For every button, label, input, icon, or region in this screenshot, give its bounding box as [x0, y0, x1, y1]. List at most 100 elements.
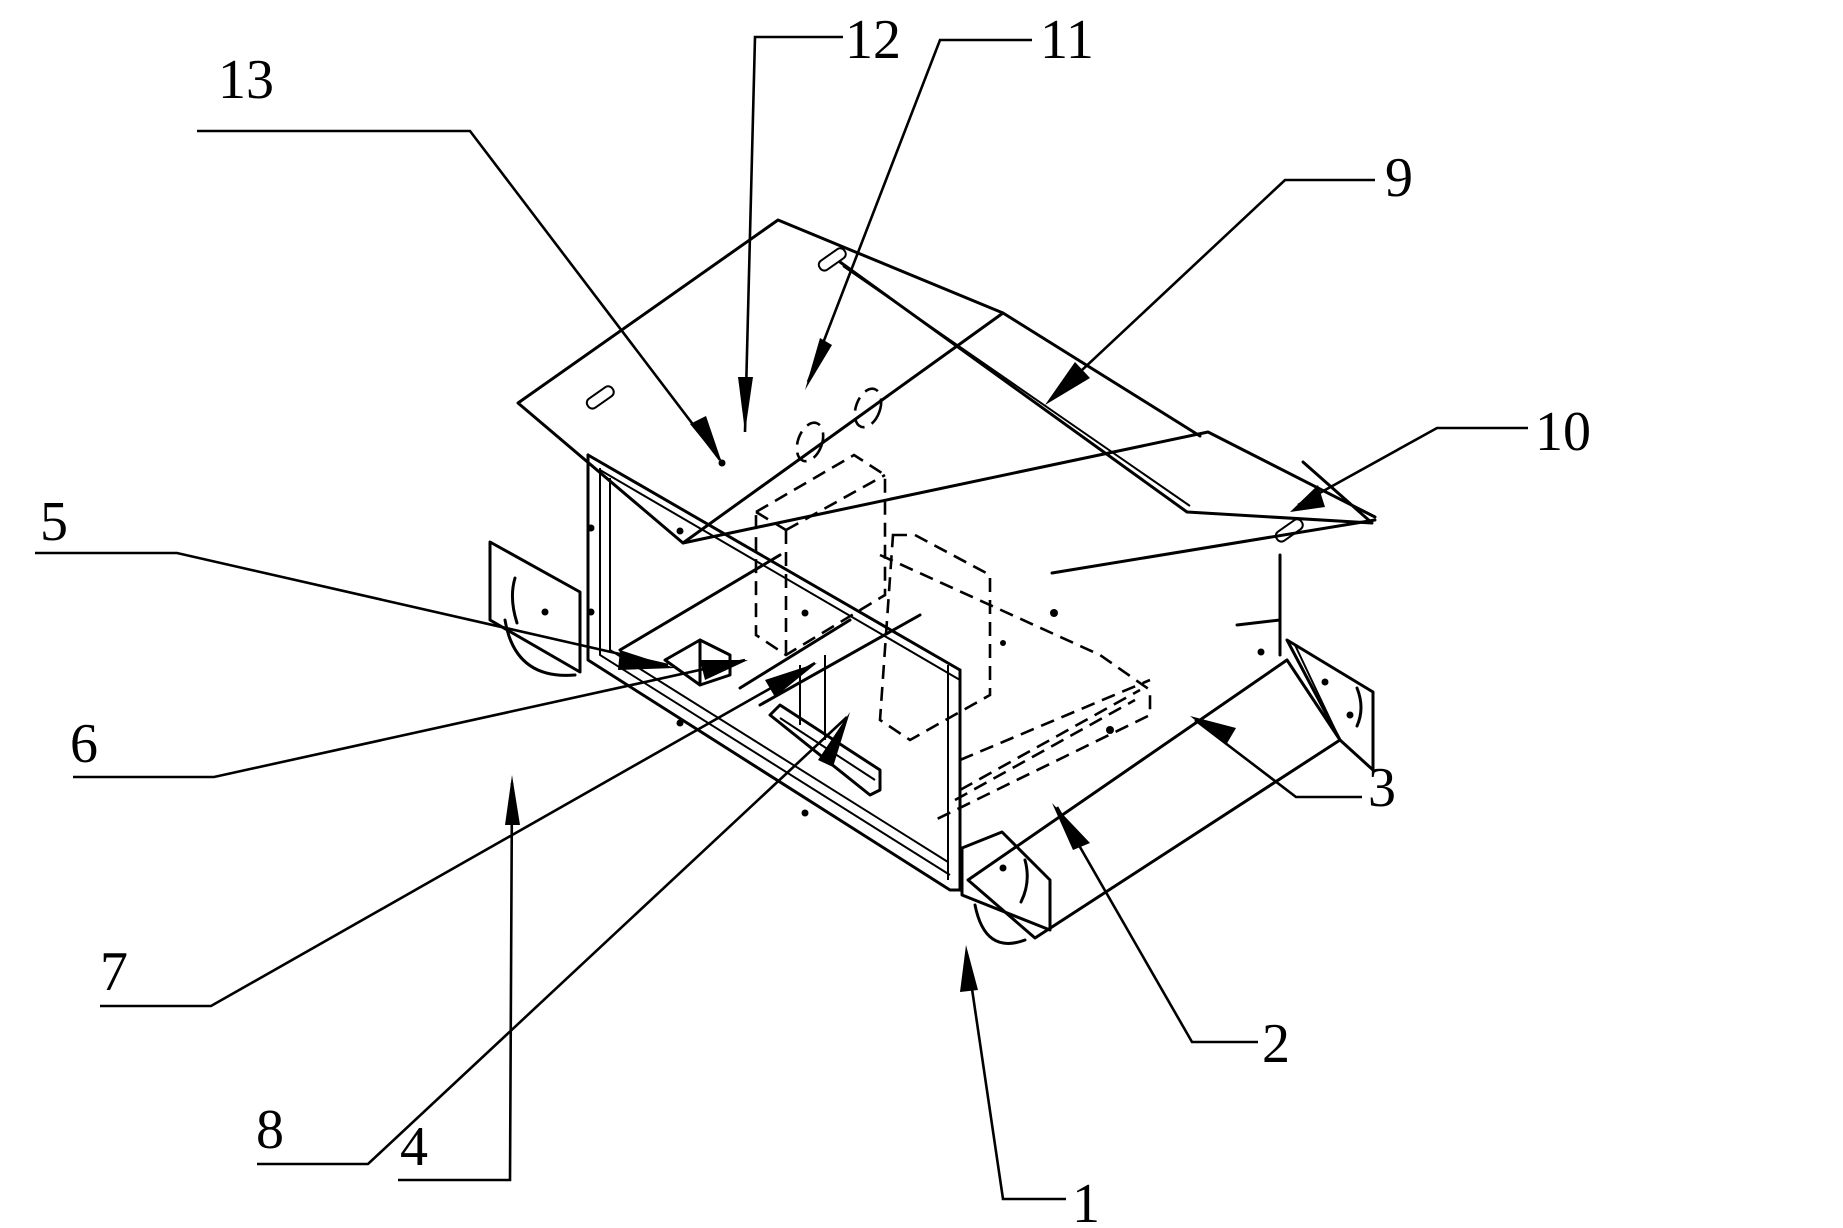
leader-line-6: [73, 658, 746, 779]
hidden-components: [754, 453, 1152, 822]
callout-label-1: 1: [1072, 1173, 1100, 1228]
arrow-2: [1052, 803, 1090, 850]
frame-outer: [586, 453, 962, 892]
arrow-10: [1290, 485, 1325, 512]
leader-line-9: [1049, 178, 1375, 401]
front-bracket-hole: [999, 864, 1007, 872]
hidden-hole: [1106, 726, 1114, 734]
callout-label-12: 12: [845, 9, 901, 71]
hidden-tray-edge: [959, 678, 1151, 762]
leader-line-7: [100, 661, 816, 1008]
rivet: [801, 609, 809, 617]
arrow-7: [765, 663, 817, 697]
hidden-tray: [879, 553, 1152, 822]
frame-top-bar-inner: [599, 469, 961, 681]
guide-plate-lower: [758, 613, 922, 707]
front-wheel: [973, 903, 1027, 945]
front-housing: [966, 553, 1375, 940]
callout-6: 6: [70, 658, 748, 779]
callout-12: 12: [738, 9, 901, 433]
left-bracket-slot: [510, 576, 519, 625]
slot-hole: [1274, 518, 1304, 543]
leader-line-10: [1297, 426, 1528, 507]
front-bracket: [960, 830, 1052, 945]
cover-fold-line: [1001, 311, 1202, 438]
arrow-13: [690, 416, 722, 463]
leader-line-12: [743, 35, 843, 433]
left-wheel: [503, 618, 577, 677]
rivet: [587, 524, 595, 532]
callout-10: 10: [1290, 401, 1591, 512]
arrow-1: [960, 945, 978, 992]
callout-label-6: 6: [70, 713, 98, 775]
callout-label-8: 8: [256, 1099, 284, 1161]
callout-3: 3: [1190, 716, 1396, 819]
right-bracket-slot: [1355, 686, 1363, 728]
callout-2: 2: [1052, 803, 1290, 1075]
inner-guides: [618, 553, 922, 740]
leader-line-3: [1194, 718, 1362, 799]
right-bracket-3: [1285, 638, 1375, 772]
hidden-tray-edge: [959, 688, 1141, 792]
callout-label-9: 9: [1385, 147, 1413, 209]
hidden-box-left: [754, 453, 887, 657]
rivet: [801, 809, 809, 817]
slot-hole: [817, 247, 847, 272]
rivet: [676, 527, 684, 535]
guide-plate-6: [738, 618, 852, 690]
callout-1: 1: [960, 945, 1100, 1228]
hidden-box-right: [878, 533, 992, 742]
right-bracket-hole: [1346, 711, 1354, 719]
callout-8: 8: [256, 712, 850, 1166]
guide-rail-upper: [618, 553, 782, 652]
rivet: [587, 608, 595, 616]
leader-line-8: [257, 716, 848, 1166]
right-bracket-back: [1235, 618, 1282, 657]
leader-line-11: [806, 38, 1032, 383]
arrow-8: [818, 712, 850, 767]
callout-7: 7: [100, 661, 817, 1008]
front-frame: [586, 453, 962, 892]
callout-label-11: 11: [1040, 9, 1094, 71]
arrow-4: [505, 775, 520, 825]
callout-11: 11: [805, 9, 1094, 390]
callout-label-13: 13: [218, 49, 274, 111]
leader-line-4: [398, 782, 514, 1182]
callouts: 13 12 11 9 10 5: [35, 9, 1591, 1228]
cover-rear-edge: [838, 260, 1374, 525]
slot-hole: [585, 385, 615, 410]
callout-label-7: 7: [100, 941, 128, 1003]
leader-line-1: [965, 954, 1066, 1201]
leader-line-5: [35, 551, 669, 667]
hidden-hole: [1050, 609, 1058, 617]
arrow-6: [700, 660, 748, 680]
cover-rear-flange: [842, 265, 1191, 507]
top-cover-plate: [516, 218, 1377, 575]
right-bracket-fold: [1294, 644, 1341, 741]
hole-12: [795, 421, 825, 463]
left-bracket-plate: [488, 540, 582, 674]
callout-label-5: 5: [40, 491, 68, 553]
hidden-tray-edge: [954, 698, 1136, 802]
callout-label-3: 3: [1368, 757, 1396, 819]
left-bracket: [488, 540, 582, 677]
right-bracket-hole: [1257, 648, 1265, 656]
arrow-9: [1045, 362, 1090, 405]
callout-4: 4: [398, 775, 520, 1182]
hole-11: [853, 387, 883, 429]
leader-line-13: [197, 129, 722, 461]
callout-9: 9: [1045, 147, 1413, 405]
hidden-edge: [785, 473, 886, 532]
leader-line-2: [1055, 806, 1258, 1044]
front-bracket-plate: [960, 830, 1052, 932]
arrow-3: [1190, 716, 1236, 745]
right-bracket-hole: [1321, 678, 1329, 686]
cover-front-edge: [681, 430, 1377, 545]
cover-left-section: [516, 218, 1005, 545]
callout-5: 5: [35, 491, 675, 670]
frame-top-bar: [586, 453, 962, 672]
arrow-11: [805, 338, 832, 390]
front-bracket-slot: [1019, 858, 1029, 904]
left-bracket-hole: [541, 608, 549, 616]
